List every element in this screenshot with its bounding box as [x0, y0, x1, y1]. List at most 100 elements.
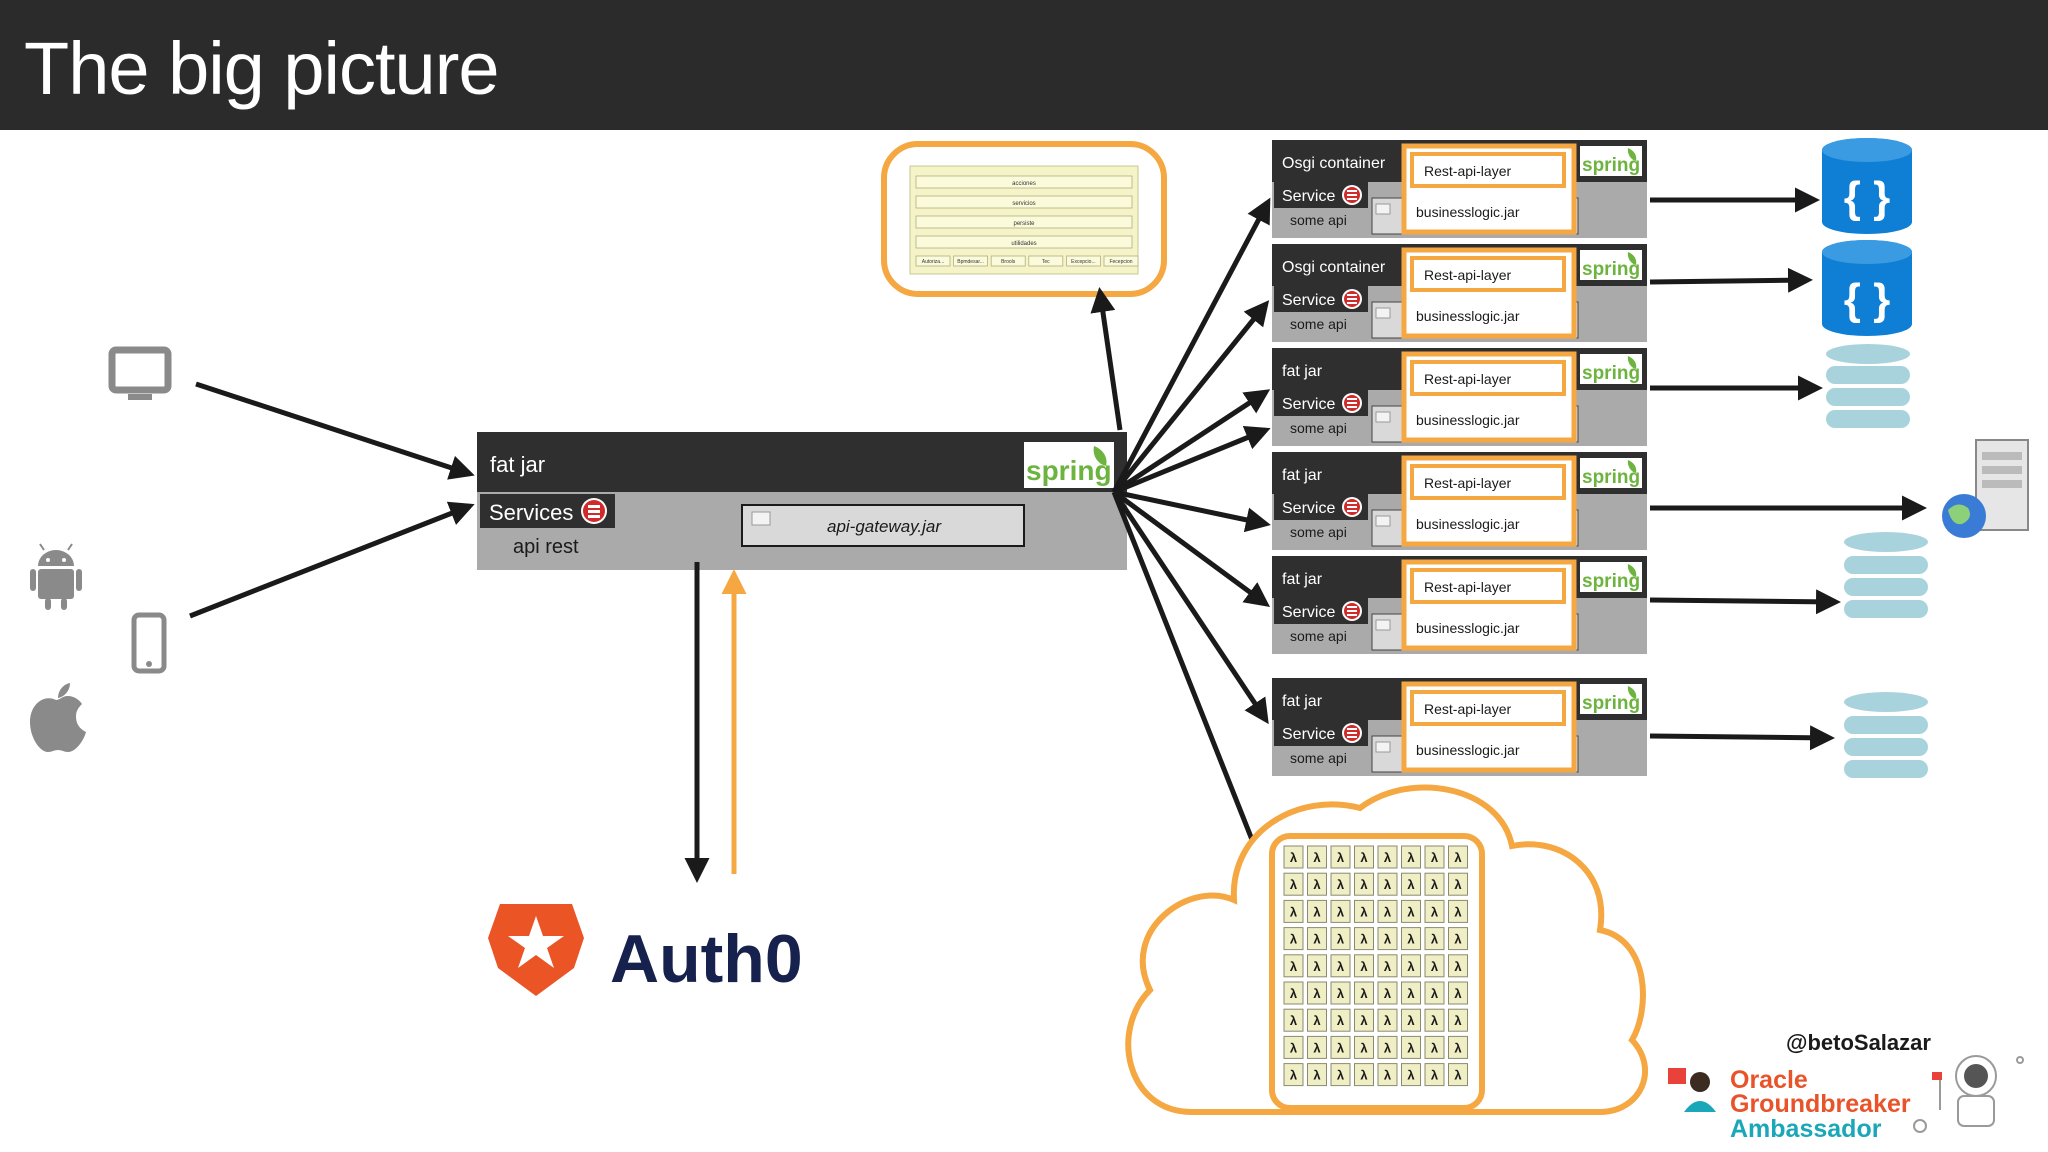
microservice-service-label: Service — [1282, 292, 1335, 309]
svg-text:λ: λ — [1431, 850, 1439, 865]
service-badge-icon — [1342, 723, 1362, 743]
lambda-function-icon: λ — [1354, 1008, 1374, 1032]
gateway-route-arrow — [1113, 489, 1271, 533]
lambda-function-icon: λ — [1424, 954, 1445, 978]
svg-text:λ: λ — [1313, 959, 1321, 974]
arrow-to-db-2 — [1649, 267, 1813, 293]
spring-logo: spring — [1580, 562, 1642, 592]
lambda-function-icon: λ — [1307, 954, 1327, 978]
microservice-title: fat jar — [1282, 693, 1323, 710]
layer-row-label: persiste — [1013, 221, 1035, 227]
svg-text:λ: λ — [1337, 959, 1345, 974]
rest-api-layer-label: Rest-api-layer — [1424, 701, 1511, 717]
layer-row-label: utilidades — [1011, 241, 1036, 247]
spring-logo: spring — [1580, 458, 1642, 488]
lambda-function-icon: λ — [1401, 845, 1421, 869]
svg-text:λ: λ — [1431, 1068, 1439, 1083]
svg-text:spring: spring — [1582, 155, 1640, 176]
svg-text:λ: λ — [1384, 986, 1392, 1001]
lambda-function-icon: λ — [1330, 1063, 1351, 1087]
lambda-function-icon: λ — [1330, 872, 1351, 896]
lambda-function-icon: λ — [1283, 954, 1304, 978]
astronaut-icon — [1913, 1055, 2024, 1133]
service-badge-icon — [1342, 185, 1362, 205]
microservice-api-label: some api — [1290, 750, 1347, 766]
svg-text:λ: λ — [1384, 1013, 1392, 1028]
svg-text:λ: λ — [1384, 1040, 1392, 1055]
svg-text:λ: λ — [1313, 932, 1321, 947]
svg-text:λ: λ — [1360, 877, 1368, 892]
lambda-function-icon: λ — [1330, 845, 1351, 869]
jar-file-icon — [1375, 307, 1391, 319]
rest-api-layer-label: Rest-api-layer — [1424, 371, 1511, 387]
desktop-icon — [108, 346, 172, 400]
jar-file-icon — [1375, 515, 1391, 527]
lambda-function-icon: λ — [1354, 1063, 1374, 1087]
lambda-function-icon: λ — [1307, 1035, 1327, 1059]
lambda-function-icon: λ — [1448, 1063, 1468, 1087]
svg-text:λ: λ — [1384, 904, 1392, 919]
svg-text:λ: λ — [1454, 1068, 1462, 1083]
lambda-function-icon: λ — [1448, 872, 1468, 896]
businesslogic-jar-label: businesslogic.jar — [1416, 412, 1520, 428]
microservice-service-label: Service — [1282, 726, 1335, 743]
arrow-to-layer-diagram — [1090, 287, 1123, 431]
lambda-function-icon: λ — [1354, 1035, 1374, 1059]
spring-logo: spring — [1580, 354, 1642, 384]
microservice-api-label: some api — [1290, 524, 1347, 540]
layer-cell — [953, 255, 988, 267]
gateway-route-arrow — [1112, 389, 1271, 495]
lambda-function-icon: λ — [1401, 1008, 1421, 1032]
android-icon — [30, 543, 82, 610]
gateway-route-arrow — [1113, 425, 1271, 495]
svg-text:λ: λ — [1384, 877, 1392, 892]
svg-text:λ: λ — [1313, 1040, 1321, 1055]
svg-text:λ: λ — [1384, 932, 1392, 947]
badge-line1: Oracle — [1730, 1066, 1808, 1094]
lambda-function-icon: λ — [1377, 872, 1398, 896]
microservice-service-label: Service — [1282, 396, 1335, 413]
lambda-function-icon: λ — [1448, 981, 1468, 1005]
svg-text:λ: λ — [1360, 1040, 1368, 1055]
svg-text:λ: λ — [1384, 1068, 1392, 1083]
layer-row — [915, 175, 1133, 189]
lambda-function-icon: λ — [1377, 899, 1398, 923]
lambda-function-icon: λ — [1377, 1008, 1398, 1032]
auth0-logo: Auth0 — [488, 904, 803, 997]
svg-text:λ: λ — [1290, 932, 1298, 947]
lambda-function-icon: λ — [1401, 954, 1421, 978]
svg-text:λ: λ — [1407, 1013, 1415, 1028]
svg-text:λ: λ — [1431, 1040, 1439, 1055]
svg-text:λ: λ — [1384, 850, 1392, 865]
arrow-to-db-5 — [1649, 725, 1835, 751]
page-title: The big picture — [24, 27, 499, 110]
svg-text:λ: λ — [1431, 1013, 1439, 1028]
svg-text:λ: λ — [1407, 932, 1415, 947]
svg-text:λ: λ — [1337, 904, 1345, 919]
svg-text:λ: λ — [1313, 850, 1321, 865]
microservice-api-label: some api — [1290, 316, 1347, 332]
lambda-function-icon: λ — [1401, 1063, 1421, 1087]
svg-text:λ: λ — [1454, 904, 1462, 919]
db-light-icon-2 — [1844, 532, 1928, 618]
lambda-function-icon: λ — [1307, 1008, 1327, 1032]
svg-text:spring: spring — [1582, 571, 1640, 592]
lambda-function-icon: λ — [1330, 1035, 1351, 1059]
lambda-function-icon: λ — [1283, 981, 1304, 1005]
api-gateway-box: fat jar Services api rest api-gateway.ja… — [477, 432, 1127, 570]
businesslogic-jar-label: businesslogic.jar — [1416, 308, 1520, 324]
svg-text:λ: λ — [1431, 986, 1439, 1001]
layer-row — [915, 195, 1133, 209]
service-badge-icon — [1342, 393, 1362, 413]
lambda-function-icon: λ — [1401, 981, 1421, 1005]
lambda-function-icon: λ — [1283, 927, 1304, 951]
gateway-services-label: Services — [489, 500, 573, 525]
spring-logo: spring — [1580, 250, 1642, 280]
lambda-function-icon: λ — [1307, 872, 1327, 896]
svg-text:λ: λ — [1360, 904, 1368, 919]
